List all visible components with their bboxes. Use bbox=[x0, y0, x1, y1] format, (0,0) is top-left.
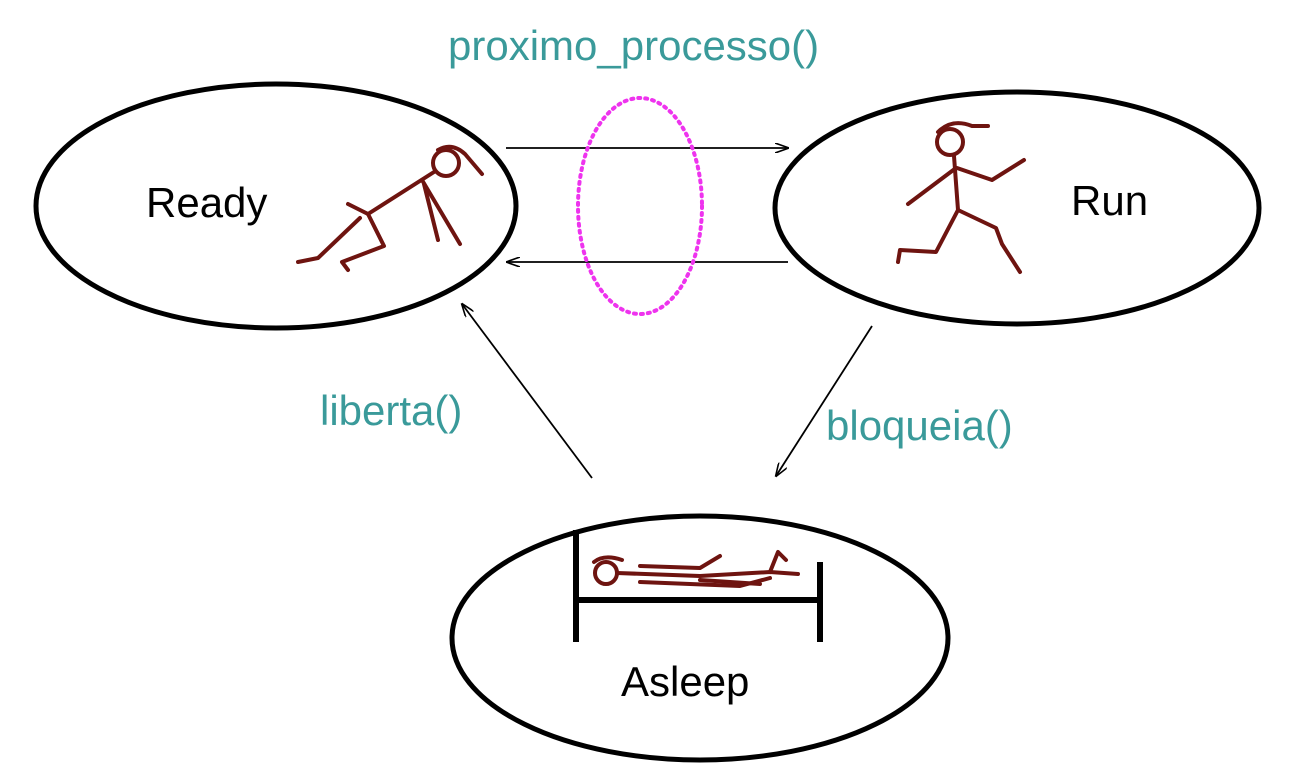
scheduler-highlight-ellipse bbox=[576, 96, 704, 316]
asleep-sleeping-figure-icon bbox=[592, 550, 800, 588]
transition-label-bloqueia: bloqueia() bbox=[826, 402, 1013, 449]
transition-label-proximo-processo: proximo_processo() bbox=[448, 22, 819, 69]
state-ready-ellipse bbox=[33, 81, 519, 331]
state-asleep-ellipse bbox=[449, 513, 951, 763]
arrow-asleep-to-ready bbox=[462, 304, 593, 479]
ready-crouching-figure-icon bbox=[296, 144, 484, 272]
state-asleep: Asleep bbox=[449, 513, 951, 763]
transition-label-liberta: liberta() bbox=[320, 387, 462, 434]
state-asleep-label: Asleep bbox=[621, 658, 749, 705]
state-ready: Ready bbox=[33, 81, 519, 331]
state-run-ellipse bbox=[772, 89, 1262, 327]
run-running-figure-icon bbox=[896, 121, 1026, 274]
arrow-run-to-asleep bbox=[776, 325, 873, 476]
bed-icon bbox=[573, 530, 823, 642]
state-ready-label: Ready bbox=[146, 179, 267, 226]
state-run-label: Run bbox=[1071, 177, 1148, 224]
state-run: Run bbox=[772, 89, 1262, 327]
